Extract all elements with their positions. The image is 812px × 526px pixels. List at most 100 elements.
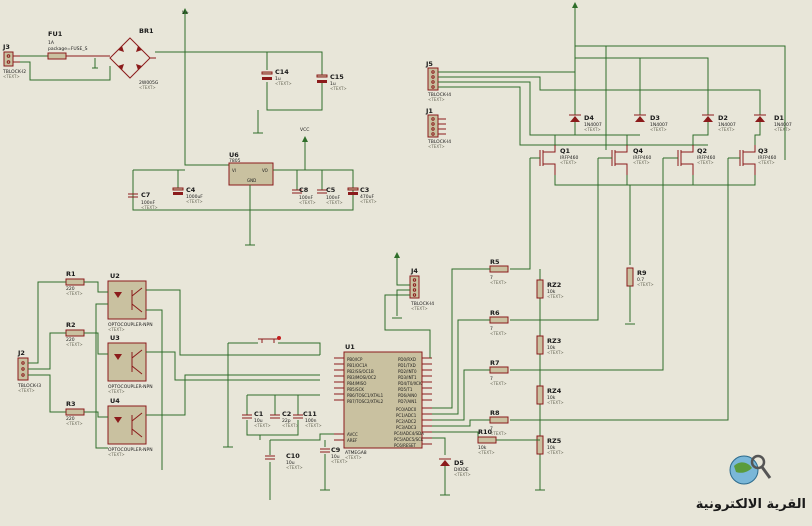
u1-pin-label: PD0/RXD	[398, 357, 416, 362]
r2-text: <TEXT>	[66, 342, 83, 347]
c2-capacitor: C2 22p <TEXT>	[270, 410, 299, 428]
c4-text: <TEXT>	[186, 199, 203, 204]
r3-text: <TEXT>	[66, 421, 83, 426]
c5-value: 100nF	[326, 195, 340, 201]
u1-pin-label: PD1/TXD	[398, 363, 416, 368]
wire-caps-bottom	[266, 82, 323, 111]
d1-value: 1N4007	[774, 122, 792, 128]
c9-value: 10u	[331, 454, 340, 460]
wire-gate2-r6	[510, 158, 599, 321]
j5-value: TBLOCK-I4	[427, 92, 451, 98]
u2-optocoupler: U2 OPTOCOUPLER-NPN <TEXT>	[107, 272, 153, 332]
br1-bridge-rectifier: BR1 2W005G <TEXT>	[92, 27, 159, 90]
u1-pin-label: PB3/MOSI/OC2	[347, 375, 377, 380]
u1-pin-label: PD4/T0/XCK	[398, 381, 422, 386]
d1-ref: D1	[774, 114, 784, 122]
c4-ref: C4	[186, 186, 196, 194]
r1-ref: R1	[66, 270, 76, 278]
u3-optocoupler: U3 OPTOCOUPLER-NPN <TEXT>	[107, 334, 153, 394]
j1-ref: J1	[425, 107, 433, 115]
c14-value: 1u	[275, 76, 281, 82]
wire-u4-out	[146, 374, 320, 416]
rz2-text: <TEXT>	[547, 294, 564, 299]
u1-pins	[334, 357, 432, 445]
c8-text: <TEXT>	[299, 200, 316, 205]
c3-ref: C3	[360, 186, 369, 194]
wire-j4-gnd	[396, 289, 410, 316]
u1-pin-label: PC0/ADC0	[396, 407, 417, 412]
r1-value: 220	[66, 286, 75, 292]
wire-gate3-r7	[510, 158, 664, 371]
c10-capacitor: C10 10u <TEXT>	[265, 452, 303, 470]
fu1-fuse: FU1 1A package=FUSE_S	[47, 30, 110, 60]
wire-j5-3	[438, 81, 640, 136]
r7-resistor: R7 7 <TEXT>	[489, 359, 509, 386]
r7-ref: R7	[490, 359, 500, 367]
u1-pin-label: PD3/INT1	[398, 375, 417, 380]
u6-voltage-regulator: VI VO GND U6 7805	[228, 151, 274, 186]
d5-diode: D5 DIODE <TEXT>	[439, 458, 471, 477]
u1-pin-label: PD6/AIN0	[398, 393, 417, 398]
c3-value: 470uF	[360, 194, 374, 200]
u2-text: <TEXT>	[108, 327, 125, 332]
d2-text: <TEXT>	[718, 127, 735, 132]
wire-caps-gnd	[246, 420, 299, 436]
c1-ref: C1	[254, 410, 264, 418]
wire-q4-drain	[626, 134, 640, 145]
wire-u1-r6	[432, 319, 490, 415]
c1-value: 10u	[254, 418, 263, 424]
rz5-resistor: RZ5 10k <TEXT>	[536, 435, 564, 455]
c15-value: 1u	[330, 81, 336, 87]
watermark-logo: القرية الالكترونية	[696, 454, 806, 512]
d4-text: <TEXT>	[584, 127, 601, 132]
r6-resistor: R6 7 <TEXT>	[489, 309, 509, 336]
r9-value: 0.7	[637, 277, 644, 283]
r5-text: <TEXT>	[490, 280, 507, 285]
rz4-value: 10k	[547, 395, 556, 401]
d4-value: 1N4007	[584, 122, 602, 128]
d2-diode: D2 1N4007 <TEXT>	[702, 114, 736, 132]
d5-text: <TEXT>	[454, 472, 471, 477]
r3-value: 220	[66, 416, 75, 422]
j2-text: <TEXT>	[18, 388, 35, 393]
c11-value: 100n	[305, 418, 317, 424]
r9-text: <TEXT>	[637, 282, 654, 287]
r9-ref: R9	[637, 269, 647, 277]
c9-capacitor: C9 10u <TEXT>	[320, 446, 348, 464]
c9-text: <TEXT>	[331, 459, 348, 464]
q1-mosfet: Q1 IRFP460 <TEXT>	[539, 145, 578, 175]
j3-ref: J3	[2, 43, 10, 51]
q4-value: IRFP460	[633, 155, 651, 161]
q4-ref: Q4	[633, 147, 644, 155]
rz2-ref: RZ2	[547, 281, 561, 289]
c14-capacitor: C14 1u <TEXT>	[261, 68, 292, 86]
c7-ref: C7	[141, 191, 150, 199]
u1-pin-label: PC6/RESET	[394, 443, 416, 448]
u4-value: OPTOCOUPLER-NPN	[108, 447, 153, 453]
wire-vplus-caps	[185, 51, 323, 75]
c14-text: <TEXT>	[275, 81, 292, 86]
wire-bridge-top-a	[575, 45, 786, 160]
c14-ref: C14	[275, 68, 289, 76]
wire-sources	[554, 175, 756, 186]
wire-opto-common	[95, 303, 108, 449]
q1-text: <TEXT>	[560, 160, 577, 165]
u1-pin-label: PB7/TOSC2/XTAL2	[347, 399, 384, 404]
wire-q1-drain	[554, 122, 576, 145]
d4-ref: D4	[584, 114, 594, 122]
d5-ref: D5	[454, 459, 464, 467]
d4-diode: D4 1N4007 <TEXT>	[569, 114, 602, 132]
u1-ref: U1	[345, 343, 355, 351]
c10-value: 10u	[286, 460, 295, 466]
j2-value: TBLOCK-I3	[17, 383, 41, 389]
q3-ref: Q3	[758, 147, 768, 155]
c5-ref: C5	[326, 186, 336, 194]
r2-resistor: R2 220 <TEXT>	[65, 321, 85, 347]
c2-ref: C2	[282, 410, 291, 418]
wire-j2-r3	[28, 374, 66, 413]
wire-j2-r1	[28, 281, 66, 364]
watermark-text: القرية الالكترونية	[696, 497, 806, 512]
u1-pin-label: AVCC	[347, 432, 358, 437]
wire-avcc	[270, 433, 334, 441]
c8-ref: C8	[299, 186, 309, 194]
